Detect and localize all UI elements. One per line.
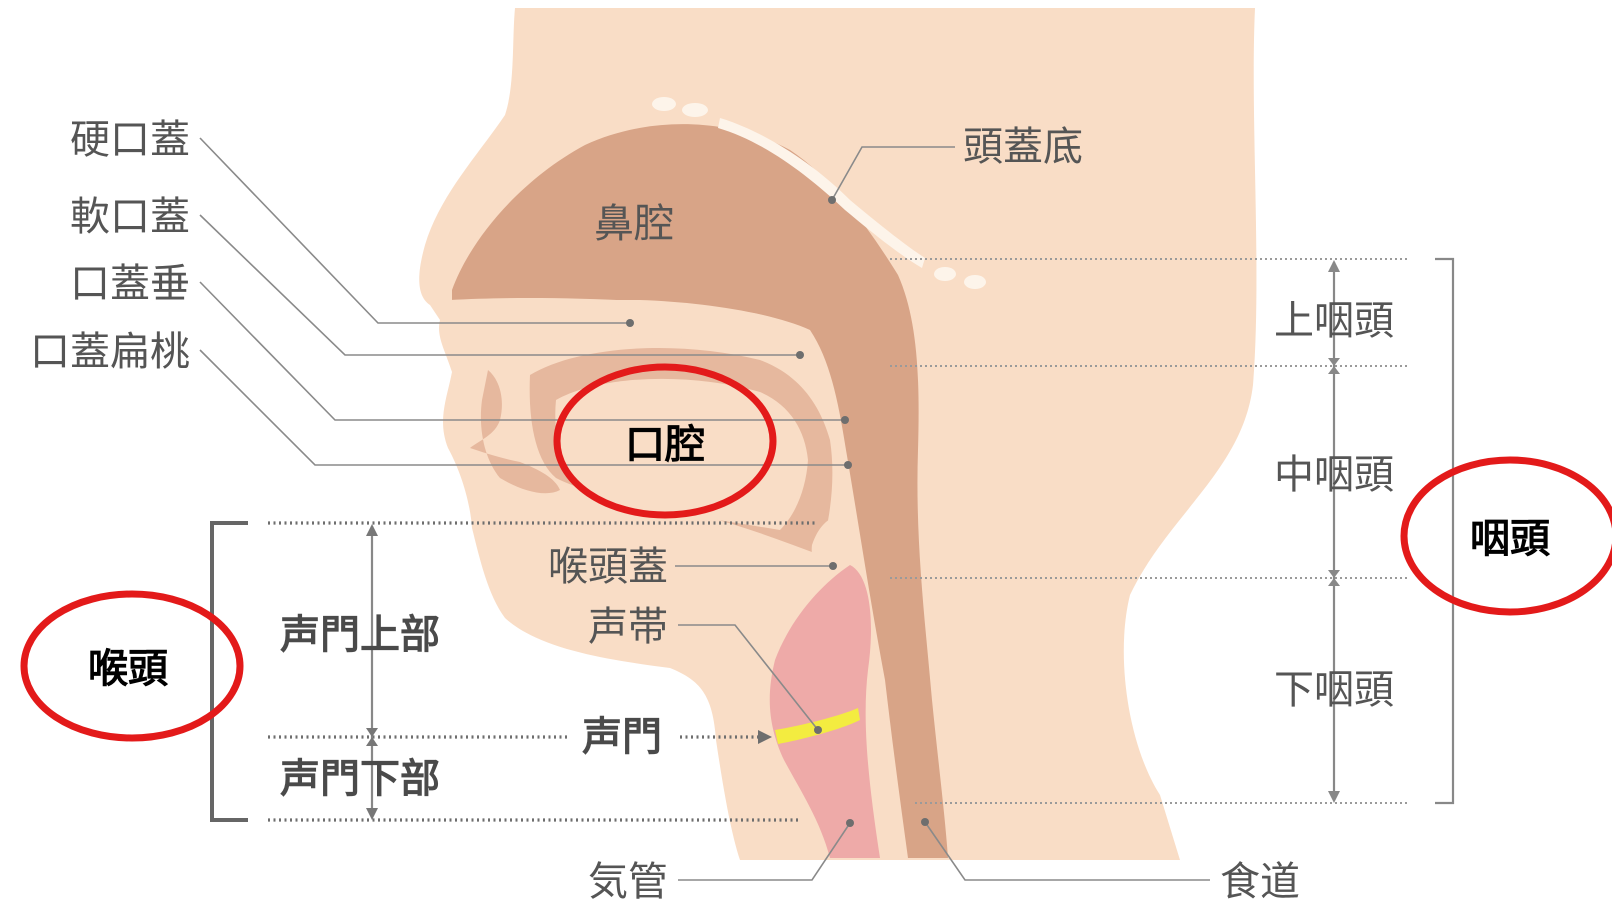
glottis-band [775, 708, 860, 744]
larynx-tube [769, 565, 880, 858]
label-hard-palate: 硬口蓋 [70, 117, 190, 163]
glottis-arrowhead [758, 730, 772, 744]
label-mesopharynx: 中咽頭 [1274, 452, 1394, 498]
highlight-pharynx-label: 咽頭 [1470, 516, 1551, 562]
label-uvula: 口蓋垂 [70, 261, 190, 307]
palate [450, 297, 815, 410]
leader-dots [626, 196, 929, 827]
highlight-larynx-label: 喉頭 [88, 646, 169, 692]
highlight-oral-cavity-circle [553, 363, 777, 519]
highlight-oral-cavity-label: 口腔 [625, 422, 705, 468]
label-palatine-tonsil: 口蓋扁桃 [30, 329, 190, 375]
pharynx-axis-arrows [1328, 260, 1340, 803]
larynx-bracket [210, 521, 248, 822]
label-vocal-cords: 声帯 [588, 604, 668, 650]
larynx-axis-arrows [366, 524, 378, 820]
label-subglottis: 声門下部 [280, 756, 440, 802]
label-skull-base: 頭蓋底 [963, 124, 1083, 170]
label-trachea: 気管 [588, 859, 668, 905]
highlight-pharynx-circle [1400, 456, 1612, 616]
leader-lines [199, 137, 1210, 881]
label-nasal-cavity: 鼻腔 [594, 201, 674, 247]
nasal-pharyngeal-cavity [452, 124, 948, 858]
label-epiglottis: 喉頭蓋 [548, 544, 668, 590]
label-esophagus: 食道 [1220, 859, 1300, 905]
highlight-larynx-circle [20, 590, 244, 742]
pharynx-bracket [1435, 257, 1455, 805]
skull-base-marks [652, 97, 986, 289]
epiglottis [811, 516, 849, 572]
label-hypopharynx: 下咽頭 [1274, 667, 1394, 713]
label-glottis: 声門 [582, 714, 662, 760]
lips [470, 370, 560, 494]
label-soft-palate: 軟口蓋 [70, 194, 190, 240]
label-epipharynx: 上咽頭 [1274, 298, 1394, 344]
label-supraglottis: 声門上部 [280, 612, 440, 658]
